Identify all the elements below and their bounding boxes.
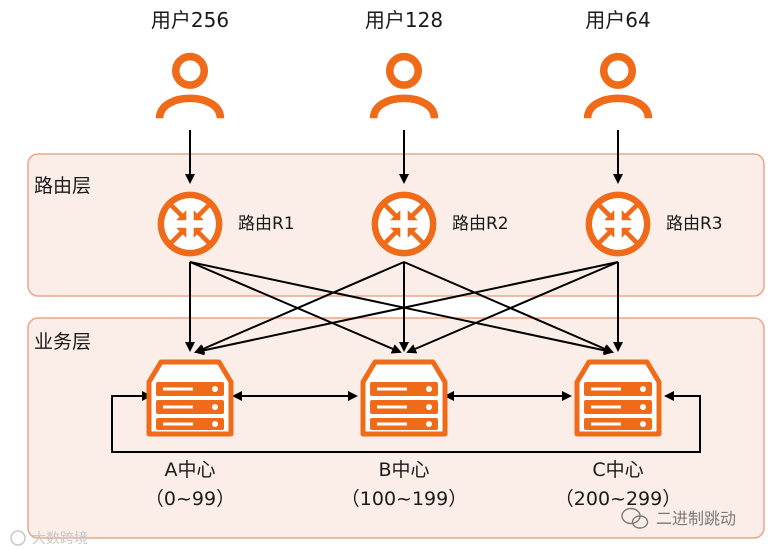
center-range: （0~99） (145, 488, 235, 510)
user-icon (374, 57, 435, 119)
center-group-a: A中心 （0~99） (145, 362, 235, 510)
center-sync-arrows (111, 391, 701, 453)
arrow-r3-b (406, 261, 619, 354)
center-group-b: B中心 （100~199） (341, 362, 467, 510)
user-icon (160, 57, 221, 119)
router-icon (372, 192, 437, 257)
business-layer-label: 业务层 (34, 331, 91, 353)
user-label: 用户128 (365, 8, 443, 32)
center-group-c: C中心 （200~299） (555, 362, 681, 510)
user-icon (588, 57, 649, 119)
arrow-r1-c (189, 261, 614, 356)
router-label: 路由R3 (666, 214, 723, 234)
center-range: （100~199） (341, 488, 467, 510)
user-group-2: 用户128 (365, 8, 443, 118)
center-name: C中心 (592, 459, 643, 481)
watermark-right: 二进制跳动 (621, 507, 736, 529)
center-range: （200~299） (555, 488, 681, 510)
router-group-3: 路由R3 (586, 192, 723, 257)
router-icon (586, 192, 651, 257)
router-group-2: 路由R2 (372, 192, 509, 257)
watermark-left: 大数跨境 (10, 530, 88, 547)
routing-layer-label: 路由层 (34, 175, 91, 197)
user-label: 用户64 (585, 8, 650, 32)
center-name: B中心 (378, 459, 429, 481)
server-icon (363, 362, 445, 434)
arrow-r3-a (194, 261, 619, 356)
user-label: 用户256 (151, 8, 229, 32)
arrow-a-c-loop (111, 391, 701, 453)
center-name: A中心 (165, 459, 216, 481)
wechat-icon (621, 507, 649, 529)
arrow-r2-c (403, 261, 614, 354)
watermark-right-text: 二进制跳动 (656, 509, 736, 528)
user-group-3: 用户64 (585, 8, 650, 118)
arrow-r1-b (189, 261, 402, 354)
router-group-1: 路由R1 (158, 192, 295, 257)
user-group-1: 用户256 (151, 8, 229, 118)
router-label: 路由R2 (452, 214, 509, 234)
server-icon (577, 362, 659, 434)
router-label: 路由R1 (238, 214, 295, 234)
watermark-left-text: 大数跨境 (32, 531, 88, 547)
user-router-arrows (185, 130, 623, 184)
router-icon (158, 192, 223, 257)
server-icon (149, 362, 231, 434)
router-center-arrows (185, 261, 623, 356)
arrow-r2-a (194, 261, 405, 354)
watermark-logo-icon (10, 530, 26, 546)
